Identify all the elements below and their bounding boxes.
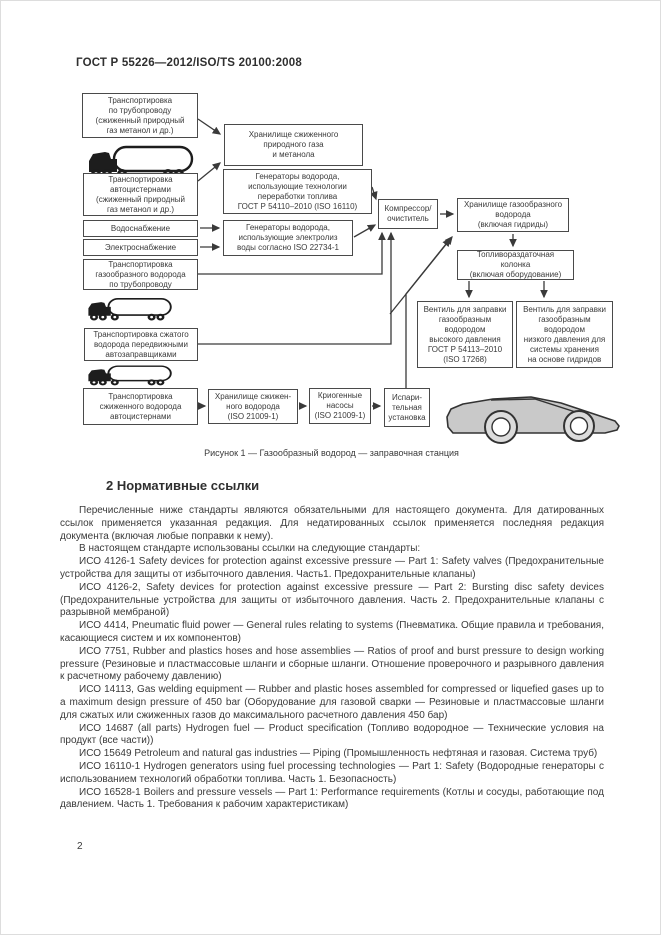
flow-box-fuel-processing-generators: Генераторы водорода, использующие технол…	[223, 169, 372, 214]
flow-box-pipeline-lng: Транспортировка по трубопроводу (сжиженн…	[82, 93, 198, 138]
flow-box-electrolysis-generators: Генераторы водорода, использующие электр…	[223, 220, 353, 256]
diagram-connectors	[87, 118, 620, 444]
page-number: 2	[77, 841, 83, 852]
flow-box-power-supply: Электроснабжение	[83, 239, 198, 256]
section-heading: 2 Нормативные ссылки	[106, 478, 260, 493]
figure-caption: Рисунок 1 — Газообразный водород — запра…	[204, 448, 459, 458]
paragraph: Перечисленные ниже стандарты являются об…	[60, 505, 604, 542]
paragraph: ИСО 15649 Petroleum and natural gas indu…	[79, 748, 598, 760]
tanker-truck-icon	[87, 365, 172, 387]
paragraph: ИСО 4414, Pneumatic fluid power — Genera…	[60, 620, 604, 644]
flow-box-dispenser: Топливораздаточная колонка (включая обор…	[457, 250, 574, 280]
flow-box-truck-lng: Транспортировка автоцистернами (сжиженны…	[83, 173, 198, 216]
paragraph: ИСО 16110-1 Hydrogen generators using fu…	[60, 760, 604, 785]
flow-box-water-supply: Водоснабжение	[83, 220, 198, 237]
flow-box-liquid-truck: Транспортировка сжиженного водорода авто…	[83, 388, 198, 425]
paragraph: ИСО 4126-1 Safety devices for protection…	[60, 556, 604, 580]
flow-box-vaporizer: Испари- тельная установка	[384, 388, 430, 427]
document-header: ГОСТ Р 55226—2012/ISO/TS 20100:2008	[76, 57, 302, 69]
flow-box-gas-storage: Хранилище газообразного водорода (включа…	[457, 198, 569, 232]
normative-references-text: Перечисленные ниже стандарты являются об…	[60, 505, 604, 812]
sports-car-icon	[446, 396, 620, 444]
paragraph: ИСО 7751, Rubber and plastics hoses and …	[60, 645, 604, 683]
flow-box-mobile-refueler: Транспортировка сжатого водорода передви…	[84, 328, 198, 361]
paragraph: ИСО 16528-1 Boilers and pressure vessels…	[60, 786, 604, 811]
flow-box-lp-valve: Вентиль для заправки газообразным водоро…	[516, 301, 613, 368]
figure-1-diagram: Транспортировка по трубопроводу (сжиженн…	[1, 86, 660, 448]
flow-box-compressor: Компрессор/ очиститель	[378, 199, 438, 229]
flow-box-lng-methanol-storage: Хранилище сжиженного природного газа и м…	[224, 124, 363, 166]
paragraph: ИСО 14687 (all parts) Hydrogen fuel — Pr…	[60, 722, 604, 747]
paragraph: ИСО 14113, Gas welding equipment — Rubbe…	[60, 684, 604, 721]
tanker-truck-icon	[87, 297, 172, 322]
flow-box-liquid-storage: Хранилище сжижен- ного водорода (ISO 210…	[208, 389, 298, 424]
paragraph: В настоящем стандарте использованы ссылк…	[79, 543, 421, 555]
flow-box-hp-valve: Вентиль для заправки газообразным водоро…	[417, 301, 513, 368]
flow-box-pipeline-gas: Транспортировка газообразного водорода п…	[83, 259, 198, 290]
paragraph: ИСО 4126-2, Safety devices for protectio…	[60, 581, 604, 619]
flow-box-cryo-pumps: Криогенные насосы (ISO 21009-1)	[309, 388, 371, 424]
